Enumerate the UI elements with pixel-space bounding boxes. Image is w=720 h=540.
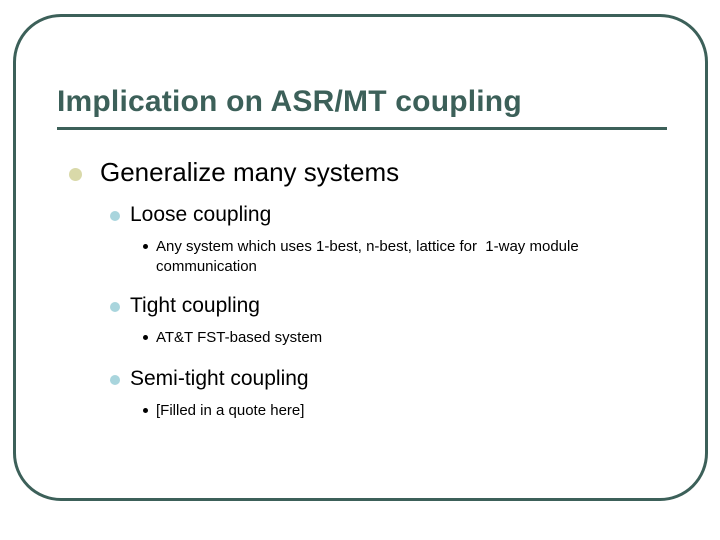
outline-level2-label: Tight coupling xyxy=(130,293,260,317)
outline-level3-label: AT&T FST-based system xyxy=(156,328,323,346)
outline-body: Generalize many systems Loose coupling A… xyxy=(0,156,720,423)
outline-level3-label: [Filled in a quote here] xyxy=(156,401,305,419)
outline-level1-label: Generalize many systems xyxy=(100,157,400,187)
level1-bullet-icon xyxy=(69,168,82,181)
outline-level3-item: [Filled in a quote here] xyxy=(0,401,720,423)
level2-bullet-icon xyxy=(110,374,120,385)
outline-level3-item: AT&T FST-based system xyxy=(0,328,720,350)
spacer xyxy=(0,350,720,359)
outline-level2-item: Loose coupling xyxy=(0,201,720,232)
level3-bullet-icon xyxy=(143,334,148,340)
outline-level2-label: Loose coupling xyxy=(130,203,272,226)
title-block: Implication on ASR/MT coupling xyxy=(57,85,667,131)
page-title: Implication on ASR/MT coupling xyxy=(57,85,522,118)
outline-level2-label: Semi-tight coupling xyxy=(130,366,309,390)
title-underline-rule xyxy=(57,127,667,131)
level2-bullet-icon xyxy=(110,301,120,312)
level2-bullet-icon xyxy=(110,211,120,221)
outline-level3-item: Any system which uses 1-best, n-best, la… xyxy=(0,237,720,277)
outline-level1-item: Generalize many systems xyxy=(0,156,720,190)
outline-level3-label: Any system which uses 1-best, n-best, la… xyxy=(156,238,583,275)
level3-bullet-icon xyxy=(143,244,148,249)
outline-level2-item: Tight coupling xyxy=(0,292,720,323)
spacer xyxy=(0,277,720,286)
level3-bullet-icon xyxy=(143,407,148,413)
outline-level2-item: Semi-tight coupling xyxy=(0,365,720,396)
spacer xyxy=(0,190,720,195)
